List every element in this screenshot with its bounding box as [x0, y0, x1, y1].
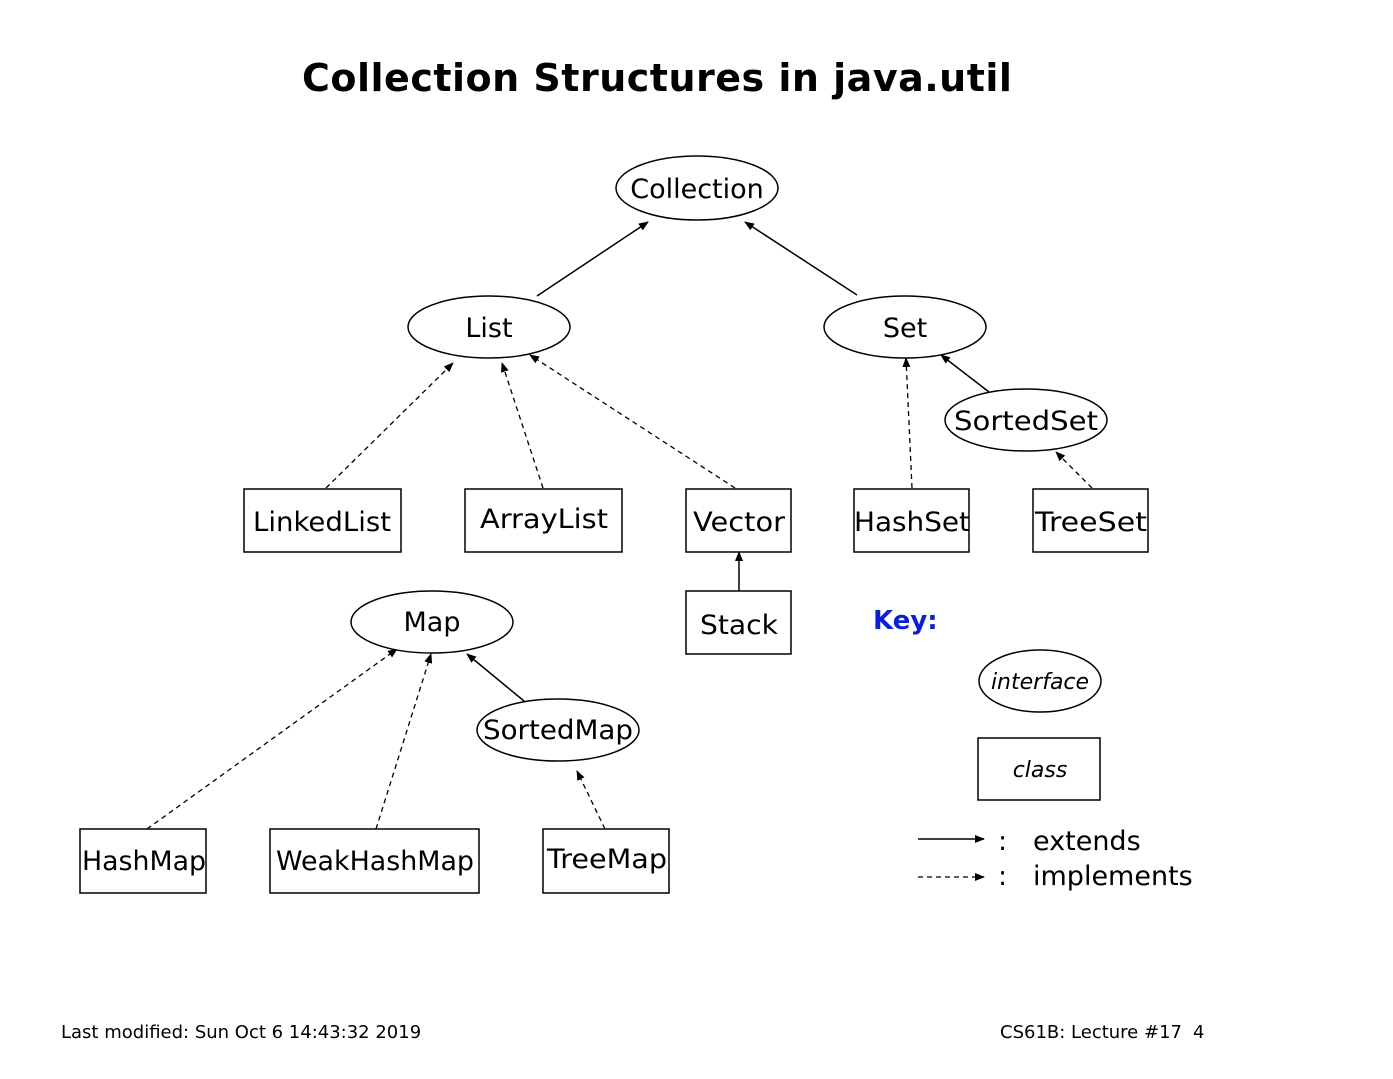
node-sortedmap-label: SortedMap	[483, 715, 633, 746]
edge-treemap-implements-sortedmap	[576, 770, 606, 830]
legend-extends-label: extends	[1033, 826, 1141, 857]
node-hashmap-label: HashMap	[82, 846, 206, 877]
legend-interface-label: interface	[991, 670, 1089, 695]
node-hashset: HashSet	[853, 488, 970, 553]
node-vector-label: Vector	[693, 507, 786, 538]
edge-hashmap-implements-map	[146, 648, 398, 830]
edge-vector-implements-list	[529, 354, 736, 489]
node-hashmap: HashMap	[79, 828, 207, 894]
edge-list-extends-collection	[536, 221, 649, 297]
node-weakhashmap-label: WeakHashMap	[276, 846, 474, 877]
edge-linkedlist-implements-list	[325, 362, 454, 489]
node-hashset-label: HashSet	[854, 507, 970, 538]
legend-class-sample: class	[977, 737, 1101, 801]
node-arraylist: ArrayList	[464, 488, 623, 553]
legend-title: Key:	[873, 606, 938, 636]
edge-treeset-implements-sortedset	[1055, 451, 1093, 489]
footer-lecture: CS61B: Lecture #17	[1000, 1022, 1182, 1043]
node-treeset-label: TreeSet	[1034, 507, 1147, 538]
legend-interface-sample: interface	[978, 649, 1102, 713]
legend: Key: interface class : extends : impleme…	[873, 606, 1193, 892]
node-list-label: List	[465, 313, 512, 344]
slide-title: Collection Structures in java.util	[302, 56, 1013, 100]
node-stack: Stack	[685, 590, 792, 655]
legend-extends-colon: :	[998, 826, 1007, 857]
node-weakhashmap: WeakHashMap	[269, 828, 480, 894]
node-sortedset: SortedSet	[944, 388, 1108, 452]
edge-hashset-implements-set	[902, 357, 913, 489]
edge-weakhashmap-implements-map	[375, 653, 433, 830]
node-sortedmap: SortedMap	[476, 698, 640, 762]
edge-sortedset-extends-set	[940, 354, 990, 393]
edge-sortedmap-extends-map	[466, 653, 525, 702]
node-linkedlist-label: LinkedList	[253, 507, 391, 538]
edge-arraylist-implements-list	[501, 362, 544, 489]
node-map-label: Map	[404, 607, 461, 638]
node-arraylist-label: ArrayList	[480, 504, 608, 535]
node-vector: Vector	[685, 488, 792, 553]
legend-class-label: class	[1013, 758, 1068, 783]
node-set: Set	[823, 295, 987, 359]
node-treemap: TreeMap	[542, 828, 670, 894]
node-linkedlist: LinkedList	[243, 488, 402, 553]
legend-implements-colon: :	[998, 861, 1007, 892]
footer-page-number: 4	[1193, 1022, 1205, 1043]
node-sortedset-label: SortedSet	[954, 406, 1098, 437]
footer-last-modified: Last modified: Sun Oct 6 14:43:32 2019	[61, 1022, 422, 1043]
node-set-label: Set	[883, 313, 927, 344]
node-list: List	[407, 295, 571, 359]
node-stack-label: Stack	[700, 610, 778, 641]
node-collection: Collection	[615, 155, 779, 221]
node-treeset: TreeSet	[1032, 488, 1149, 553]
edge-set-extends-collection	[744, 221, 858, 296]
legend-implements-label: implements	[1033, 861, 1193, 892]
node-map: Map	[350, 590, 514, 654]
node-collection-label: Collection	[630, 174, 764, 205]
node-treemap-label: TreeMap	[546, 844, 667, 875]
